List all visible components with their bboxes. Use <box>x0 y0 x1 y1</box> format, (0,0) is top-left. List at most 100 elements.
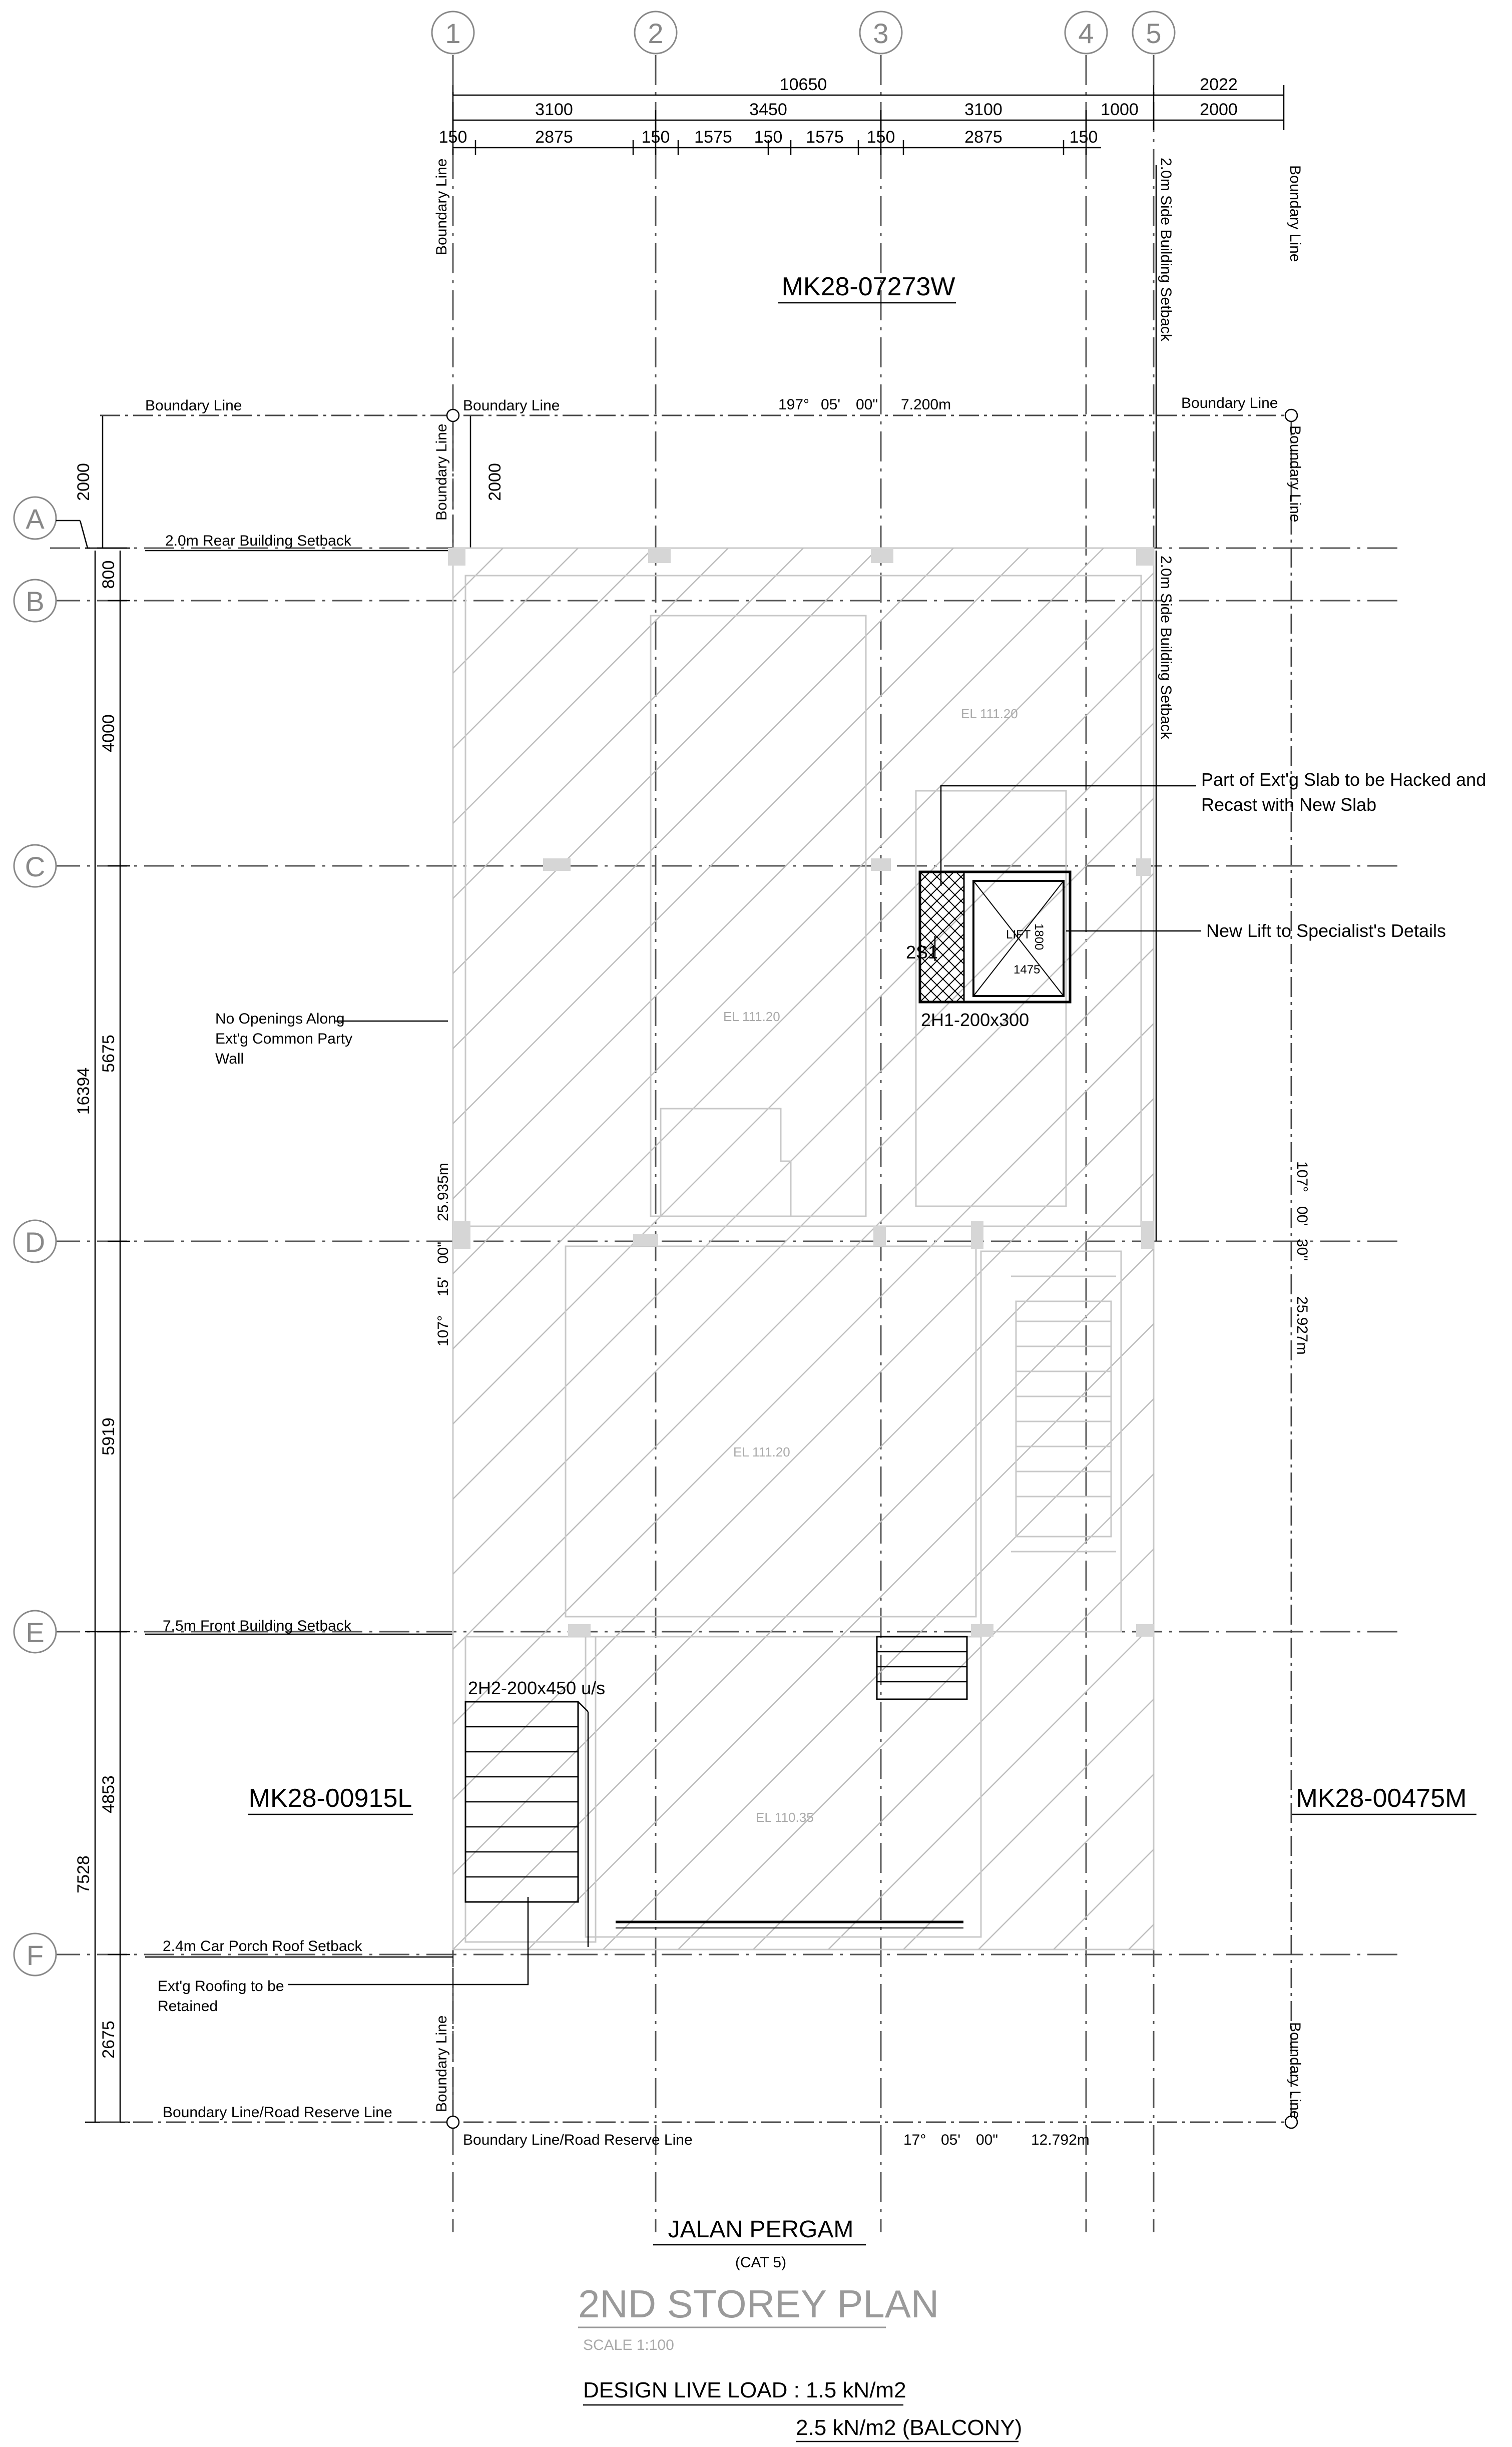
bearing-text: 05' <box>821 396 840 413</box>
beam-mark-2h2: 2H2-200x450 u/s <box>468 1678 605 1698</box>
hatch-line <box>453 1248 1154 1949</box>
hatch-line <box>453 548 804 899</box>
note-slab-hacked: Part of Ext'g Slab to be Hacked and Reca… <box>940 769 1486 886</box>
note-roofing: Ext'g Roofing to be Retained <box>158 1897 529 2015</box>
dim-text: 150 <box>754 128 783 147</box>
design-load-line1: DESIGN LIVE LOAD : 1.5 kN/m2 <box>583 2378 906 2402</box>
hatch-line <box>453 548 503 599</box>
hatch-line <box>603 1398 1154 1949</box>
left-dimension-chains: 2000 2000 16394 800 4000 5675 5919 7528 … <box>74 415 505 2123</box>
new-lift: LIFT 1475 1800 2S1 2H1-200x300 <box>906 870 1072 1030</box>
car-porch-setback-label: 2.4m Car Porch Roof Setback <box>163 1938 363 1954</box>
side-setback-label: 2.0m Side Building Setback <box>1158 556 1174 740</box>
grid-bubble-3: 3 <box>859 11 903 55</box>
hatch-line <box>453 548 654 749</box>
dim-text: 4000 <box>99 714 118 752</box>
note-text: Part of Ext'g Slab to be Hacked and <box>1201 769 1486 790</box>
svg-text:F: F <box>27 1939 44 1971</box>
hatch-line <box>453 548 879 974</box>
dim-text: 2000 <box>74 463 93 501</box>
plan-title: 2ND STOREY PLAN <box>578 2282 939 2326</box>
lot-left: MK28-00915L <box>249 1784 412 1813</box>
note-text: Retained <box>158 1998 218 2015</box>
left-bearing: 107° 15' 00" 25.935m <box>435 1163 451 1346</box>
dim-text: 7528 <box>74 1855 93 1893</box>
boundary-line-label: Boundary Line <box>433 159 450 255</box>
horizontal-grid-lines <box>50 547 1401 1955</box>
hatch-line <box>528 1323 1154 1949</box>
grid-bubble-4: 4 <box>1064 11 1108 55</box>
dim-text: 150 <box>867 128 895 147</box>
dim-text: 4853 <box>99 1775 118 1813</box>
road-label: JALAN PERGAM (CAT 5) <box>653 2216 866 2271</box>
hatch-line <box>453 548 729 824</box>
side-setback-label: 2.0m Side Building Setback <box>1158 158 1174 342</box>
dim-text: 1575 <box>694 128 732 147</box>
hatch-line <box>453 722 1154 1425</box>
design-load-line2: 2.5 kN/m2 (BALCONY) <box>796 2415 1022 2440</box>
road-reserve-label: Boundary Line/Road Reserve Line <box>163 2104 392 2121</box>
hatch-line <box>1204 548 1512 1949</box>
note-text: No Openings Along <box>215 1011 345 1027</box>
bearing-text: 00' <box>1294 1206 1310 1226</box>
hatch-line <box>453 548 579 674</box>
boundary-line-label: Boundary Line <box>1287 165 1303 262</box>
grid-bubble-2: 2 <box>634 11 678 55</box>
dim-text: 800 <box>99 561 118 589</box>
hatch-line <box>453 548 1029 1125</box>
rear-setback-label: 2.0m Rear Building Setback <box>165 533 352 549</box>
slab-mark-2s1: 2S1 <box>906 942 938 962</box>
slab-hatching <box>0 548 1512 1949</box>
hatch-line <box>828 1623 1154 1949</box>
boundary-line-label: Boundary Line <box>1287 425 1303 522</box>
hatch-line <box>1053 1848 1154 1949</box>
dim-text: 2675 <box>99 2021 118 2059</box>
svg-text:A: A <box>26 503 45 535</box>
bearing-text: 30" <box>1294 1239 1310 1261</box>
dim-top-right: 2022 <box>1200 75 1238 94</box>
bearing-text: 7.200m <box>901 396 951 413</box>
bearing-text: 197° <box>778 396 809 413</box>
svg-text:1: 1 <box>445 18 460 49</box>
hatch-line <box>453 1098 1154 1800</box>
dim-overall: 10650 <box>780 75 827 94</box>
hatch-line <box>0 548 428 1949</box>
title-block: 2ND STOREY PLAN SCALE 1:100 DESIGN LIVE … <box>578 2282 1022 2442</box>
hatch-line <box>453 572 1154 1275</box>
bearing-text: 25.935m <box>435 1163 451 1221</box>
elevation-label: EL 111.20 <box>733 1444 790 1459</box>
note-text: Ext'g Roofing to be <box>158 1978 284 1995</box>
bearing-text: 17° <box>903 2132 926 2148</box>
lot-right: MK28-00475M <box>1296 1784 1466 1813</box>
hatch-line <box>753 1548 1154 1949</box>
right-bearing: 107° 00' 30" 25.927m <box>1294 1161 1310 1355</box>
grid-bubble-a: A <box>13 496 57 540</box>
dim-text: 150 <box>642 128 670 147</box>
bearing-text: 00" <box>435 1242 451 1264</box>
boundary-lines <box>100 408 1298 2129</box>
road-name: JALAN PERGAM <box>668 2216 854 2243</box>
dim-text: 2000 <box>1200 100 1238 119</box>
hatch-line <box>453 548 1104 1200</box>
note-text: New Lift to Specialist's Details <box>1206 920 1446 941</box>
boundary-line-label: Boundary Line <box>1287 2022 1303 2119</box>
boundary-line-label: Boundary Line <box>463 397 560 414</box>
hatch-line <box>453 647 1154 1350</box>
grid-bubble-b: B <box>13 579 57 623</box>
boundary-line-label: Boundary Line <box>433 2016 450 2112</box>
dim-text: 1575 <box>806 128 844 147</box>
boundary-line-label: Boundary Line <box>145 397 242 414</box>
rear-bearing: 197° 05' 00" 7.200m <box>778 396 951 413</box>
bearing-text: 00" <box>856 396 878 413</box>
hatch-line <box>453 1173 1154 1875</box>
note-new-lift: New Lift to Specialist's Details <box>1066 920 1446 941</box>
grid-bubble-5: 5 <box>1132 11 1176 55</box>
dim-text: 150 <box>1070 128 1098 147</box>
hatch-line <box>453 947 1154 1650</box>
bearing-text: 12.792m <box>1031 2132 1090 2148</box>
road-reserve-label: Boundary Line/Road Reserve Line <box>463 2132 693 2148</box>
hatch-line <box>903 1698 1154 1949</box>
dim-text: 2875 <box>964 128 1002 147</box>
lift-label: LIFT <box>1006 928 1031 941</box>
grid-bubble-1: 1 <box>431 11 475 55</box>
